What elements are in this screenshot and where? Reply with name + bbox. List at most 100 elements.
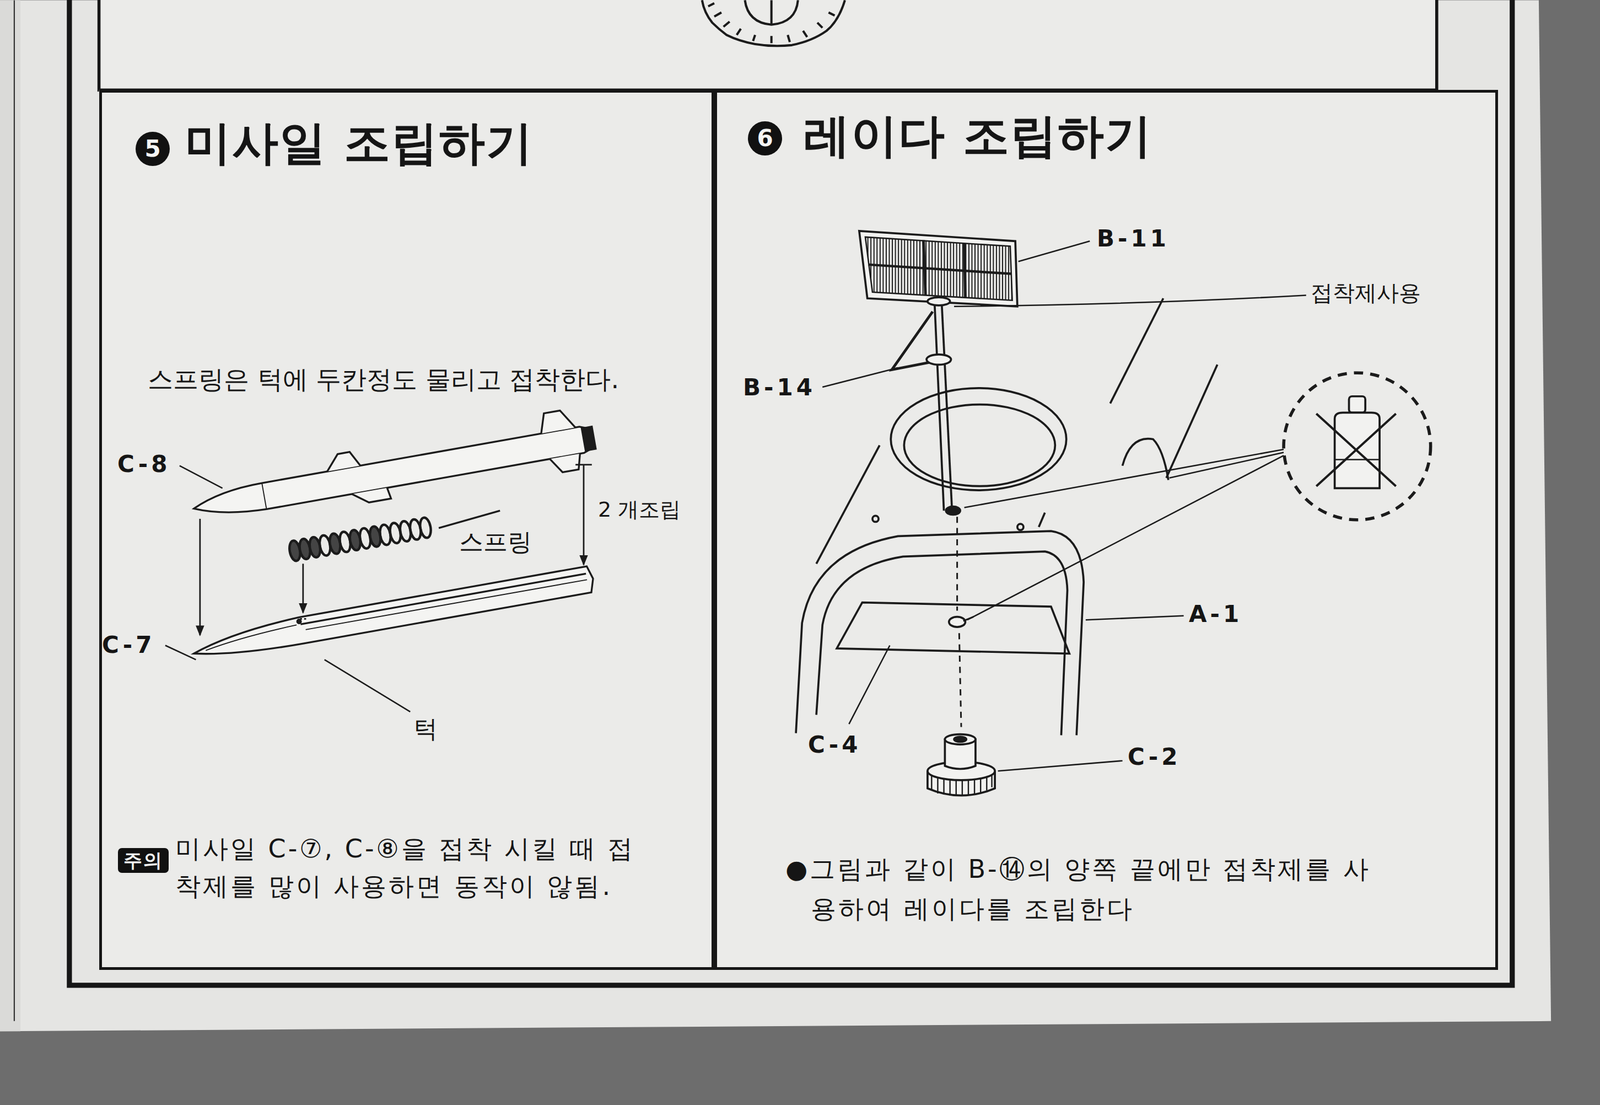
caution-text: 주의	[123, 848, 164, 871]
part-number: C-2	[1127, 742, 1181, 771]
stand-b14	[945, 506, 961, 515]
leader-line	[954, 294, 1307, 306]
no-glue-icon	[1334, 458, 1380, 461]
body-a1	[1110, 298, 1163, 404]
part-number: C-4	[807, 730, 861, 759]
stand-b14	[926, 354, 951, 365]
body-a1	[872, 515, 879, 522]
frame	[69, 0, 1513, 985]
step-heading: 미사일 조립하기	[184, 116, 534, 170]
part-number: C-7	[101, 631, 155, 659]
missile-c8	[550, 453, 584, 474]
rail-c7	[190, 565, 596, 663]
leader-line	[1018, 240, 1091, 262]
floor-c4	[836, 602, 1070, 654]
body-a1	[795, 298, 1218, 735]
caution-note: 미사일 C-⑦, C-⑧을 접착 시킬 때 접착제를 많이 사용하면 동작이 않…	[175, 829, 661, 905]
gear-c2	[944, 734, 976, 745]
part-name: 턱	[413, 714, 438, 744]
guide-line	[959, 632, 962, 727]
leader-line	[822, 240, 1307, 771]
leader-line	[179, 465, 223, 489]
spring	[418, 516, 433, 539]
guide-line	[957, 516, 962, 727]
missile-c8	[191, 424, 593, 522]
stand-b14	[927, 297, 951, 306]
gear-c2	[927, 734, 995, 796]
assembly-arrows	[583, 464, 585, 565]
no-glue-icon	[1316, 413, 1396, 486]
step-panel: 레이다 조립하기 6	[714, 89, 1499, 970]
assembly-arrows	[198, 518, 201, 635]
step-heading: 레이다 조립하기	[803, 109, 1153, 163]
radar-b11	[964, 243, 966, 299]
radar-b11	[865, 236, 1013, 301]
no-glue-icon	[1283, 372, 1431, 520]
step-number-text: 5	[144, 137, 161, 161]
part-number: A-1	[1188, 600, 1243, 628]
rail-c7	[297, 618, 302, 624]
missile-c8	[582, 426, 596, 451]
leader-line	[967, 455, 1284, 620]
rail-c7	[305, 579, 587, 629]
body-a1	[1038, 512, 1045, 527]
assembly-arrows	[438, 510, 500, 528]
paper	[0, 0, 1551, 1031]
part-number: B-14	[742, 373, 816, 402]
missile-c8	[352, 487, 392, 505]
no-glue-icon	[1349, 396, 1366, 413]
part-number: C-8	[117, 450, 171, 478]
leader-line	[964, 449, 1284, 508]
body-a1	[1017, 523, 1024, 530]
instruction-note: 스프링은 턱에 두칸정도 물리고 접착한다.	[147, 364, 619, 395]
body-a1	[890, 388, 1066, 490]
leader-line	[165, 465, 411, 712]
step-number: 5	[135, 131, 170, 166]
body-a1	[903, 404, 1055, 487]
spring	[288, 516, 433, 562]
body-a1	[795, 530, 1084, 735]
radar-b11	[859, 230, 1018, 307]
wheel-fragment	[702, 0, 845, 46]
leader-line	[1169, 452, 1284, 478]
missile-c8	[324, 450, 361, 472]
rail-c7	[190, 565, 596, 663]
body-a1	[1122, 438, 1169, 481]
wheel-fragment	[770, 0, 773, 25]
leader-line	[998, 760, 1123, 772]
floor-c4	[949, 616, 966, 628]
leader-line	[165, 644, 197, 660]
paper	[13, 0, 15, 1021]
missile-c8	[537, 408, 576, 434]
no-glue-icon	[1316, 413, 1396, 486]
caution-tag: 주의	[117, 847, 169, 873]
wheel-fragment	[702, 0, 845, 46]
body-a1	[1166, 364, 1218, 478]
leader-line	[324, 659, 411, 711]
body-a1	[816, 445, 880, 564]
leader-line	[1085, 615, 1184, 620]
gear-c2	[954, 736, 967, 742]
frame	[69, 0, 1513, 985]
instruction-note: ●그림과 같이 B-⑭의 양쪽 끝에만 접착제를 사용하여 레이다를 조립한다	[785, 848, 1398, 929]
frame	[99, 0, 1437, 90]
rail-c7	[300, 573, 586, 624]
body-a1	[816, 551, 1068, 735]
missile-c8	[261, 482, 267, 509]
paper	[0, 0, 21, 1031]
leader-line	[848, 644, 890, 724]
assembly-arrows	[200, 464, 592, 635]
radar-b11	[868, 264, 1012, 274]
guide-line	[956, 516, 958, 611]
frame	[99, 89, 1499, 970]
radar-b11	[923, 239, 926, 295]
no-glue-icon	[1283, 372, 1431, 520]
missile-c8	[187, 405, 599, 537]
glue-note: 접착제사용	[1310, 279, 1421, 306]
floor-c4	[836, 602, 1070, 654]
rail-c7	[203, 624, 299, 650]
step-number-text: 6	[756, 126, 773, 150]
quantity-note: 2 개조립	[598, 497, 681, 523]
paper	[0, 0, 1551, 1031]
